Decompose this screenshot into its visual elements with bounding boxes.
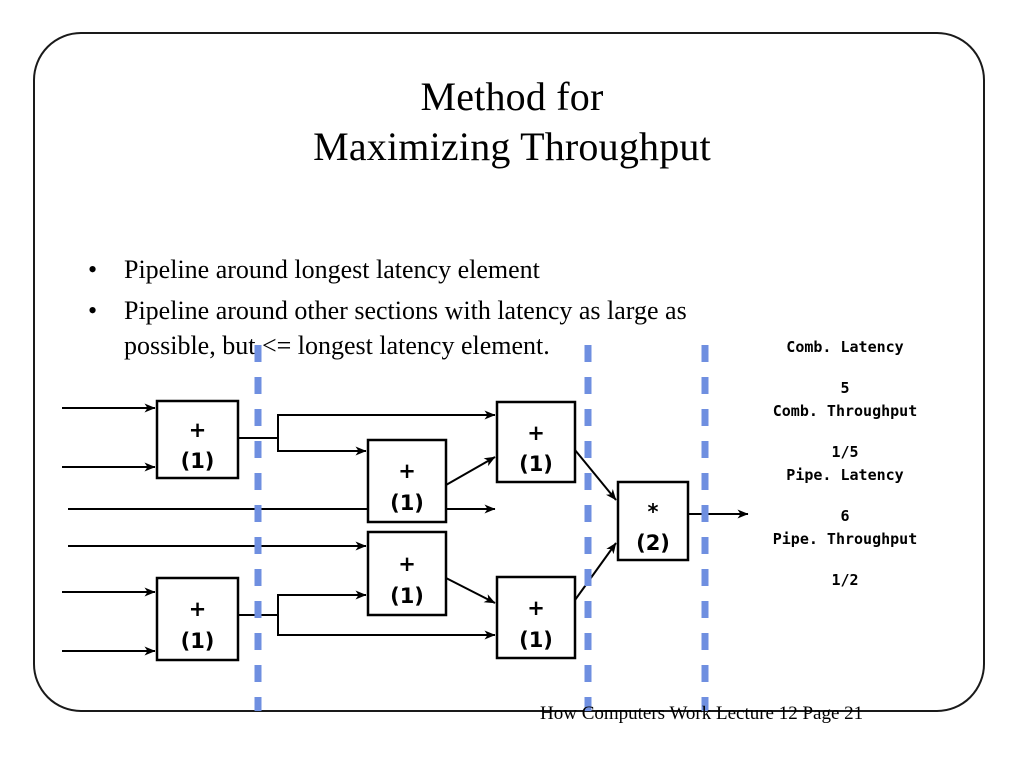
- adder-box-e[interactable]: + (1): [155, 576, 240, 662]
- wire-adder-e-to-adder-f: [277, 615, 496, 640]
- adder-e-latency: (1): [181, 629, 215, 653]
- stat-label-pipe-latency: Pipe. Latency: [786, 466, 904, 484]
- adder-b-op: +: [398, 459, 416, 483]
- stat-value-pipe-throughput: 1/2: [831, 571, 859, 589]
- wire-adder-d-to-adder-f: [445, 577, 496, 604]
- multiplier-box-g[interactable]: * (2): [616, 480, 690, 562]
- multiplier-g-op: *: [648, 500, 659, 524]
- list-item: • Pipeline around longest latency elemen…: [80, 252, 780, 287]
- adder-f-op: +: [527, 596, 545, 620]
- wire-adder-a-to-adder-b: [277, 438, 367, 456]
- wire-adder-c-to-multiplier: [574, 449, 617, 501]
- adder-box-d[interactable]: + (1): [366, 530, 448, 617]
- adder-box-a[interactable]: + (1): [155, 399, 240, 480]
- adder-e-op: +: [189, 597, 207, 621]
- bullet-text: Pipeline around other sections with late…: [124, 296, 687, 361]
- page-title-line-1: Method for: [420, 74, 604, 119]
- adder-c-op: +: [527, 421, 545, 445]
- multiplier-g-latency: (2): [636, 531, 670, 555]
- wire-adder-e-to-adder-d: [277, 590, 367, 615]
- adder-d-latency: (1): [390, 584, 424, 608]
- stat-label-pipe-throughput: Pipe. Throughput: [772, 530, 918, 548]
- adder-a-latency: (1): [181, 449, 215, 473]
- stat-value-comb-throughput: 1/5: [831, 443, 859, 461]
- wire-adder-b-to-adder-c: [445, 456, 496, 486]
- bullet-list: • Pipeline around longest latency elemen…: [80, 252, 780, 369]
- performance-stats-panel: Comb. Latency 5 Comb. Throughput 1/5 Pip…: [735, 340, 955, 596]
- adder-b-latency: (1): [390, 491, 424, 515]
- stat-value-comb-latency: 5: [840, 379, 850, 397]
- bullet-marker-icon: •: [88, 255, 98, 284]
- page-title: Method for Maximizing Throughput: [0, 72, 1024, 173]
- operator-box-group: + (1) + (1) + (1) + (1) + (1): [155, 399, 690, 662]
- pipeline-stage-dividers: [254, 345, 709, 711]
- page-title-line-2: Maximizing Throughput: [313, 124, 711, 170]
- adder-d-op: +: [398, 552, 416, 576]
- bullet-marker-icon: •: [88, 296, 98, 326]
- stat-label-comb-throughput: Comb. Throughput: [772, 402, 918, 420]
- bullet-text: Pipeline around longest latency element: [124, 255, 540, 284]
- adder-box-c[interactable]: + (1): [495, 400, 577, 484]
- adder-c-latency: (1): [519, 452, 553, 476]
- stat-label-comb-latency: Comb. Latency: [786, 338, 904, 356]
- adder-box-b[interactable]: + (1): [366, 438, 448, 524]
- wire-adder-a-to-adder-c: [277, 410, 496, 438]
- adder-f-latency: (1): [519, 628, 553, 652]
- list-item: • Pipeline around other sections with la…: [80, 293, 780, 363]
- stat-value-pipe-latency: 6: [840, 507, 850, 525]
- adder-a-op: +: [189, 418, 207, 442]
- slide-footer: How Computers Work Lecture 12 Page 21: [540, 703, 864, 724]
- adder-box-f[interactable]: + (1): [495, 575, 577, 660]
- wire-adder-f-to-multiplier: [574, 542, 617, 601]
